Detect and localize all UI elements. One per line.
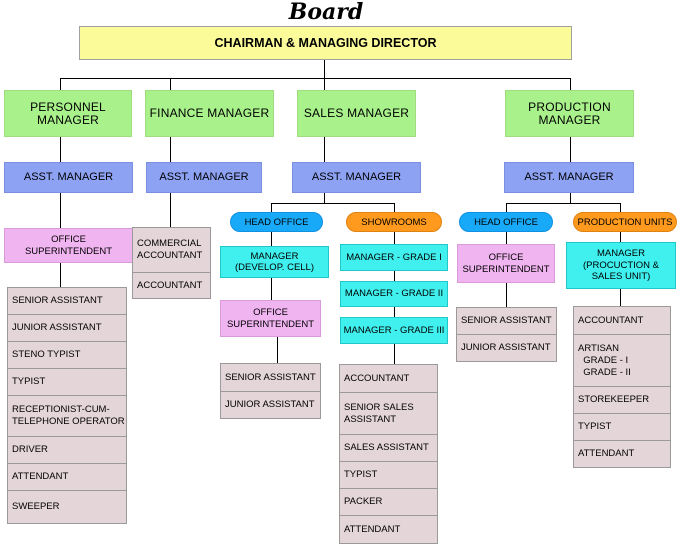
list-item: PACKER xyxy=(340,489,437,516)
list-item: STOREKEEPER xyxy=(574,387,670,414)
list-item: SWEEPER xyxy=(12,501,60,512)
board-title: Board xyxy=(288,0,364,25)
list-item: ATTENDANT xyxy=(578,448,635,459)
list-item: ATTENDANT xyxy=(8,464,126,491)
sales-develop-cell-manager-box: MANAGER (DEVELOP. CELL) xyxy=(220,246,329,278)
finance-manager-box: FINANCE MANAGER xyxy=(145,90,274,137)
production-units-pill: PRODUCTION UNITS xyxy=(573,212,677,232)
list-item: SALES ASSISTANT xyxy=(340,435,437,462)
production-head-office-pill: HEAD OFFICE xyxy=(459,212,553,232)
finance-asst-manager-box: ASST. MANAGER xyxy=(146,162,262,193)
sales-head-office-staff-list: SENIOR ASSISTANT JUNIOR ASSISTANT xyxy=(220,363,321,419)
list-item: ATTENDANT xyxy=(344,523,401,535)
list-item: SENIOR ASSISTANT xyxy=(221,364,320,392)
sales-manager-grade-1-box: MANAGER - GRADE I xyxy=(340,244,448,271)
list-item: ACCOUNTANT xyxy=(340,365,437,393)
list-item: JUNIOR ASSISTANT xyxy=(225,399,315,410)
production-head-office-staff-list: SENIOR ASSISTANT JUNIOR ASSISTANT xyxy=(456,307,557,362)
list-item: TYPIST xyxy=(340,462,437,489)
list-item: SENIOR SALES ASSISTANT xyxy=(340,393,437,435)
list-item: SENIOR ASSISTANT xyxy=(457,308,556,335)
list-item: ACCOUNTANT xyxy=(574,307,670,335)
list-item: TYPIST xyxy=(8,369,126,396)
production-unit-manager-box: MANAGER (PROCUCTION & SALES UNIT) xyxy=(566,242,676,289)
personnel-office-superintendent-box: OFFICE SUPERINTENDENT xyxy=(4,228,133,263)
sales-showroom-staff-list: ACCOUNTANT SENIOR SALES ASSISTANT SALES … xyxy=(339,364,438,544)
sales-manager-grade-2-box: MANAGER - GRADE II xyxy=(340,281,448,307)
personnel-manager-box: PERSONNEL MANAGER xyxy=(4,90,132,137)
sales-office-superintendent-box: OFFICE SUPERINTENDENT xyxy=(220,300,321,337)
list-item: ACCOUNTANT xyxy=(137,279,203,291)
list-item: JUNIOR ASSISTANT xyxy=(461,342,551,353)
list-item: JUNIOR ASSISTANT xyxy=(8,315,126,342)
production-asst-manager-box: ASST. MANAGER xyxy=(504,162,634,193)
finance-staff-list: COMMERCIAL ACCOUNTANT ACCOUNTANT xyxy=(132,227,211,299)
list-item: DRIVER xyxy=(8,437,126,464)
list-item: ARTISAN GRADE - I GRADE - II xyxy=(574,335,670,387)
production-unit-staff-list: ACCOUNTANT ARTISAN GRADE - I GRADE - II … xyxy=(573,306,671,468)
sales-manager-grade-3-box: MANAGER - GRADE III xyxy=(340,317,448,344)
list-item: STENO TYPIST xyxy=(8,342,126,369)
list-item: RECEPTIONIST-CUM- TELEPHONE OPERATOR xyxy=(8,396,126,437)
list-item: COMMERCIAL ACCOUNTANT xyxy=(133,228,210,273)
production-office-superintendent-box: OFFICE SUPERINTENDENT xyxy=(457,244,555,283)
list-item: TYPIST xyxy=(574,414,670,441)
chairman-box: CHAIRMAN & MANAGING DIRECTOR xyxy=(79,26,572,60)
list-item: SENIOR ASSISTANT xyxy=(8,288,126,315)
production-manager-box: PRODUCTION MANAGER xyxy=(505,90,634,137)
sales-manager-box: SALES MANAGER xyxy=(297,90,416,137)
personnel-staff-list: SENIOR ASSISTANT JUNIOR ASSISTANT STENO … xyxy=(7,287,127,524)
sales-asst-manager-box: ASST. MANAGER xyxy=(292,162,421,193)
sales-showrooms-pill: SHOWROOMS xyxy=(346,212,442,232)
sales-head-office-pill: HEAD OFFICE xyxy=(230,212,323,232)
personnel-asst-manager-box: ASST. MANAGER xyxy=(4,162,133,193)
